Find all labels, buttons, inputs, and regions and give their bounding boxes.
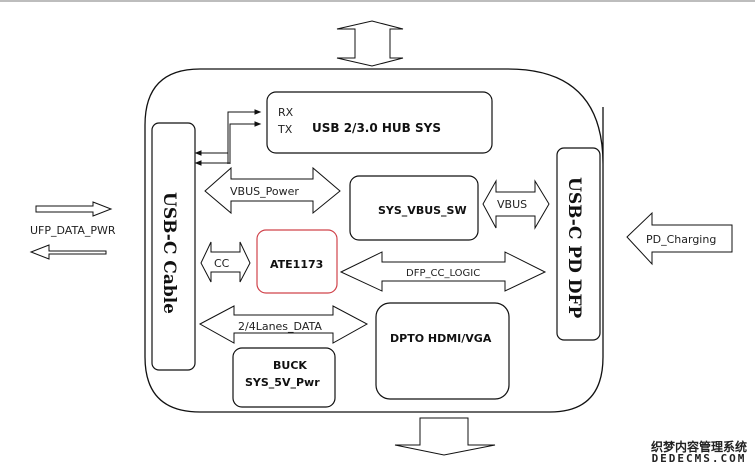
ufp-data-pwr-label: UFP_DATA_PWR bbox=[30, 224, 116, 237]
vbus-power-arrow bbox=[204, 166, 341, 215]
hub-title: USB 2/3.0 HUB SYS bbox=[312, 121, 441, 135]
dpto-label: DPTO HDMI/VGA bbox=[390, 332, 492, 345]
vbus-arrow bbox=[482, 179, 550, 230]
lanes-data-label: 2/4Lanes_DATA bbox=[238, 320, 322, 333]
lanes-data-arrow bbox=[198, 305, 369, 344]
pd-charging-label: PD_Charging bbox=[646, 233, 716, 246]
ufp-right-arrow bbox=[35, 201, 113, 217]
vbus-power-label: VBUS_Power bbox=[230, 185, 299, 198]
ufp-left-arrow bbox=[29, 244, 107, 260]
usb-c-cable-block bbox=[151, 122, 196, 371]
sys-vbus-sw-label: SYS_VBUS_SW bbox=[378, 204, 467, 217]
buck-block bbox=[232, 347, 336, 408]
watermark-line2: DEDECMS.COM bbox=[651, 452, 747, 466]
dfp-cc-logic-arrow bbox=[339, 251, 547, 292]
top-bidirectional-arrow bbox=[336, 20, 404, 67]
usb-c-cable-label: USB-C Cable bbox=[159, 192, 179, 314]
buck-label-line2: SYS_5V_Pwr bbox=[245, 376, 320, 389]
watermark: 织梦内容管理系统 DEDECMS.COM bbox=[651, 441, 747, 465]
hub-rx-label: RX bbox=[278, 106, 294, 119]
vbus-label: VBUS bbox=[497, 198, 527, 211]
usb-c-pd-dfp-block bbox=[556, 147, 601, 341]
dpto-block bbox=[375, 302, 510, 400]
cc-arrow bbox=[200, 241, 251, 283]
cc-label: CC bbox=[214, 257, 230, 270]
rx-tx-connectors bbox=[194, 109, 262, 166]
hub-tx-label: TX bbox=[277, 123, 293, 136]
ate1173-label: ATE1173 bbox=[270, 258, 323, 271]
bottom-down-arrow bbox=[394, 417, 496, 456]
watermark-line1: 织梦内容管理系统 bbox=[650, 439, 747, 454]
pd-charging-arrow bbox=[626, 211, 733, 266]
buck-label-line1: BUCK bbox=[273, 359, 307, 372]
system-enclosure bbox=[144, 68, 604, 413]
ate1173-block bbox=[256, 229, 338, 294]
top-border bbox=[0, 0, 755, 2]
usb-c-pd-dfp-label: USB-C PD DFP bbox=[564, 177, 584, 319]
dfp-cc-logic-label: DFP_CC_LOGIC bbox=[406, 268, 480, 279]
usb-hub-block bbox=[266, 91, 493, 154]
sys-vbus-sw-block bbox=[349, 175, 479, 241]
